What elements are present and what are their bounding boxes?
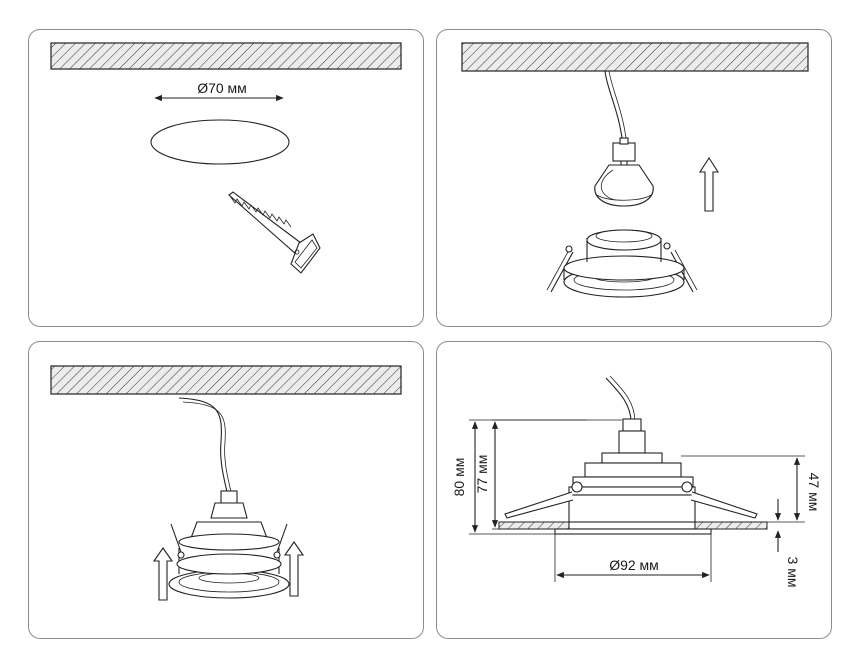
- up-arrow-icon: [698, 156, 720, 212]
- inner-height-label: 77 мм: [474, 455, 490, 494]
- step-3-panel: [28, 341, 424, 639]
- left-up-arrow-icon: [152, 547, 174, 601]
- lamp-body: [498, 452, 768, 535]
- total-height-label: 80 мм: [451, 458, 467, 497]
- right-up-arrow-icon: [283, 541, 305, 597]
- step-1-panel: Ø70 мм: [28, 29, 424, 327]
- top-height-label: 47 мм: [806, 473, 822, 512]
- socket-icon: [618, 418, 646, 466]
- socket-icon: [612, 137, 636, 166]
- hole-diameter-label: Ø70 мм: [197, 80, 247, 96]
- supply-wire: [605, 377, 632, 423]
- supply-wire: [604, 70, 624, 146]
- step-1-illustration: Ø70 мм: [50, 42, 402, 274]
- ceiling-slab: [50, 365, 402, 395]
- ceiling-slab: [50, 42, 402, 70]
- lamp-frame: [168, 521, 290, 599]
- step-4-panel: 80 мм 77 мм 47 мм 3 мм Ø92 мм: [436, 341, 832, 639]
- step-2-panel: [436, 29, 832, 327]
- flange-label: 3 мм: [785, 557, 801, 588]
- dimension-drawing: 80 мм 77 мм 47 мм 3 мм Ø92 мм: [451, 375, 822, 588]
- lamp-bulb-icon: [594, 164, 654, 207]
- lamp-frame: [546, 229, 698, 298]
- saw-icon: [228, 191, 321, 274]
- step-2-illustration: [461, 42, 809, 298]
- ceiling-slab: [461, 42, 809, 72]
- supply-wire: [178, 397, 228, 493]
- socket-icon: [210, 490, 248, 519]
- outer-diameter-label: Ø92 мм: [609, 557, 659, 573]
- ceiling-hole: [150, 119, 290, 165]
- step-3-illustration: [50, 365, 402, 601]
